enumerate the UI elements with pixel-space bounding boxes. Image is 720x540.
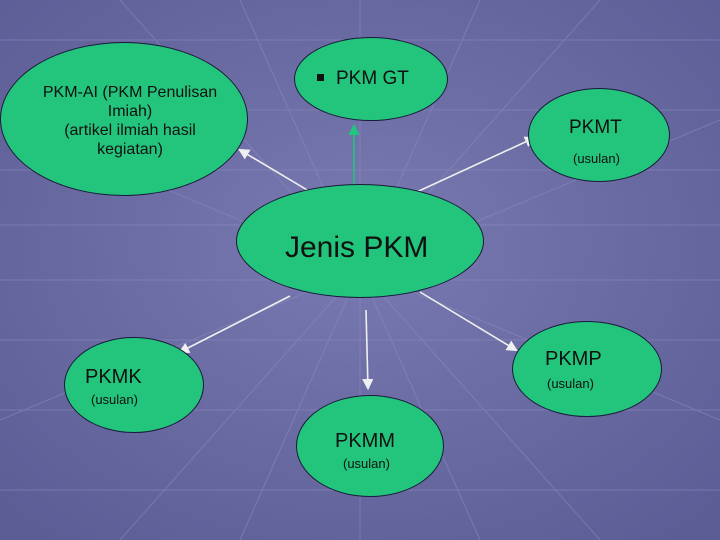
pkmp-subtitle: (usulan) <box>547 376 594 391</box>
pkm-ai-line-2: Imiah) <box>107 103 153 120</box>
pkmp-title: PKMP <box>545 348 602 370</box>
node-pkmt: PKMT (usulan) <box>528 88 670 182</box>
node-jenis-pkm: Jenis PKM <box>236 184 484 298</box>
pkmk-title: PKMK <box>85 366 142 388</box>
square-bullet-icon <box>317 74 324 81</box>
pkmt-subtitle: (usulan) <box>573 151 620 166</box>
pkmk-subtitle: (usulan) <box>91 392 138 407</box>
pkmt-title: PKMT <box>569 117 622 138</box>
node-pkmk: PKMK (usulan) <box>64 337 204 433</box>
pkmm-subtitle: (usulan) <box>343 456 390 471</box>
pkm-ai-line-3: (artikel ilmiah hasil <box>64 122 196 139</box>
node-pkm-ai: PKM-AI (PKM Penulisan Imiah) (artikel il… <box>0 42 248 196</box>
jenis-pkm-title: Jenis PKM <box>285 231 429 264</box>
node-pkm-gt: PKM GT <box>294 37 448 121</box>
pkm-ai-line-1: PKM-AI (PKM Penulisan <box>42 84 218 101</box>
pkm-ai-line-4: kegiatan) <box>97 141 163 158</box>
node-pkmp: PKMP (usulan) <box>512 321 662 417</box>
pkmm-title: PKMM <box>335 430 395 452</box>
pkm-ai-text: PKM-AI (PKM Penulisan Imiah) (artikel il… <box>15 83 245 159</box>
node-pkmm: PKMM (usulan) <box>296 395 444 497</box>
pkm-gt-title: PKM GT <box>336 68 409 89</box>
